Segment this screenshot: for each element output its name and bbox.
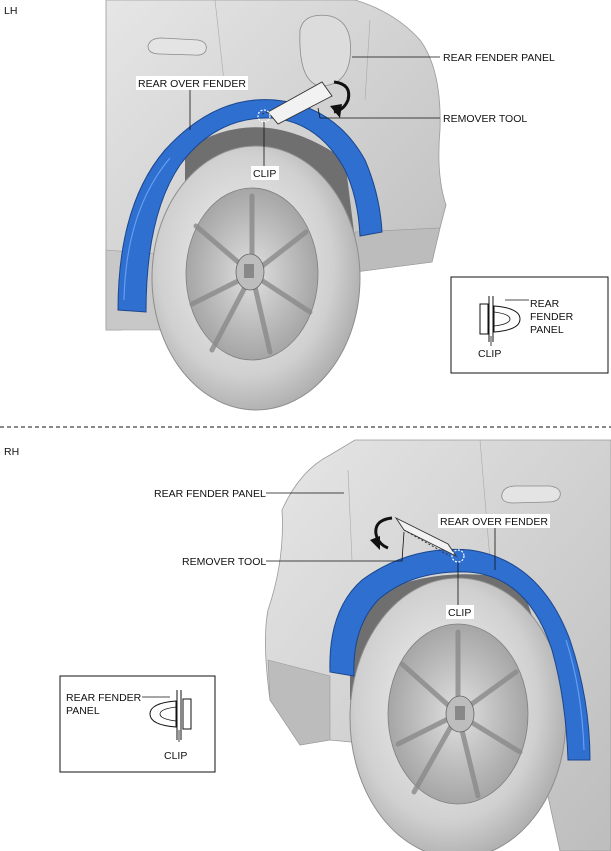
rh-inset-panel-label-2: PANEL <box>66 705 100 717</box>
rh-wheel <box>349 577 567 851</box>
lh-rear-fender-panel-label: REAR FENDER PANEL <box>443 52 555 64</box>
lh-clip-label: CLIP <box>253 168 276 180</box>
lh-remover-tool-label: REMOVER TOOL <box>443 113 527 125</box>
lh-fuel-lid <box>299 14 351 87</box>
lh-inset: REAR FENDER PANEL CLIP <box>450 276 609 374</box>
rh-rear-fender-panel-label: REAR FENDER PANEL <box>154 488 266 500</box>
rh-inset-clip-label: CLIP <box>164 750 187 762</box>
rh-remover-tool-label: REMOVER TOOL <box>182 556 266 568</box>
rh-rear-over-fender-label: REAR OVER FENDER <box>440 516 548 528</box>
rh-remover-tool <box>394 516 458 558</box>
lh-diagram: LH <box>4 0 609 411</box>
rh-clip-label: CLIP <box>448 607 471 619</box>
rh-diagram: RH <box>4 439 611 851</box>
rh-clip-marker <box>451 549 465 563</box>
lh-inset-panel-label-3: PANEL <box>530 324 564 336</box>
lh-inset-clip-label: CLIP <box>478 348 501 360</box>
lh-side-label: LH <box>4 5 17 17</box>
rh-inset-panel-label-1: REAR FENDER <box>66 692 142 704</box>
rh-door-handle <box>501 485 561 504</box>
rh-side-label: RH <box>4 446 19 458</box>
rh-inset: REAR FENDER PANEL CLIP <box>59 675 216 773</box>
lh-inset-panel-label-1: REAR <box>530 298 560 310</box>
lh-inset-panel-label-2: FENDER <box>530 311 574 323</box>
lh-rear-over-fender-label: REAR OVER FENDER <box>138 78 246 90</box>
lh-wheel <box>151 145 361 411</box>
lh-door-handle <box>147 37 207 56</box>
rh-rear-over-fender <box>329 548 591 761</box>
lh-clip-marker <box>257 109 271 123</box>
rh-rotation-arrow <box>374 516 393 550</box>
lh-rear-over-fender <box>117 99 383 313</box>
lh-remover-tool <box>261 81 333 125</box>
